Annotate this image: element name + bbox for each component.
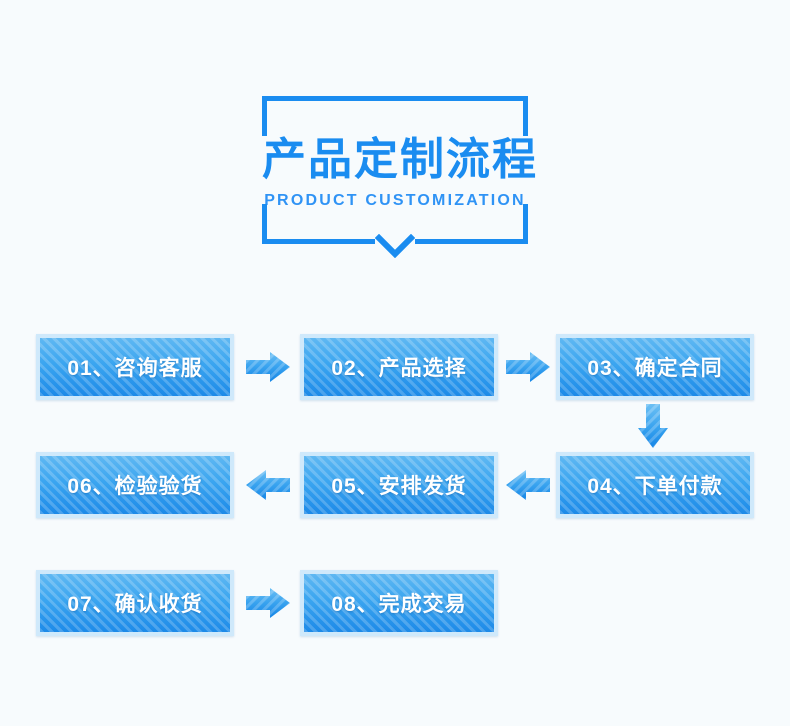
- flow-step-01[interactable]: 01、咨询客服: [36, 334, 234, 400]
- arrow-right-01-02: [246, 352, 290, 382]
- flow-step-07[interactable]: 07、确认收货: [36, 570, 234, 636]
- flow-step-label: 06、检验验货: [67, 475, 203, 498]
- flow-step-06[interactable]: 06、检验验货: [36, 452, 234, 518]
- bracket-bottom-horizontal-right: [415, 239, 528, 244]
- bracket-top-horizontal: [262, 96, 528, 101]
- flow-step-label: 05、安排发货: [331, 475, 467, 498]
- flow-step-label: 08、完成交易: [331, 593, 467, 616]
- arrow-right-02-03: [506, 352, 550, 382]
- bracket-top-right-vertical: [523, 96, 528, 136]
- arrow-left-04-05: [506, 470, 550, 500]
- flow-step-label: 07、确认收货: [67, 593, 203, 616]
- flow-step-04[interactable]: 04、下单付款: [556, 452, 754, 518]
- flow-step-label: 01、咨询客服: [67, 357, 203, 380]
- arrow-right-07-08: [246, 588, 290, 618]
- chevron-down-icon: [375, 234, 415, 258]
- page-header: 产品定制流程 PRODUCT CUSTOMIZATION: [262, 96, 538, 258]
- bracket-bottom-horizontal-left: [262, 239, 375, 244]
- page-subtitle: PRODUCT CUSTOMIZATION: [264, 192, 526, 209]
- page-title: 产品定制流程: [262, 135, 538, 184]
- bracket-bottom-left-vertical: [262, 204, 267, 244]
- flow-step-05[interactable]: 05、安排发货: [300, 452, 498, 518]
- flow-step-label: 04、下单付款: [587, 475, 723, 498]
- flow-step-08[interactable]: 08、完成交易: [300, 570, 498, 636]
- arrow-left-05-06: [246, 470, 290, 500]
- flow-step-03[interactable]: 03、确定合同: [556, 334, 754, 400]
- bracket-bottom-right-vertical: [523, 204, 528, 244]
- bracket-top-left-vertical: [262, 96, 267, 136]
- flow-step-label: 03、确定合同: [587, 357, 723, 380]
- flow-step-label: 02、产品选择: [331, 357, 467, 380]
- flow-step-02[interactable]: 02、产品选择: [300, 334, 498, 400]
- arrow-down-03-04: [638, 404, 668, 448]
